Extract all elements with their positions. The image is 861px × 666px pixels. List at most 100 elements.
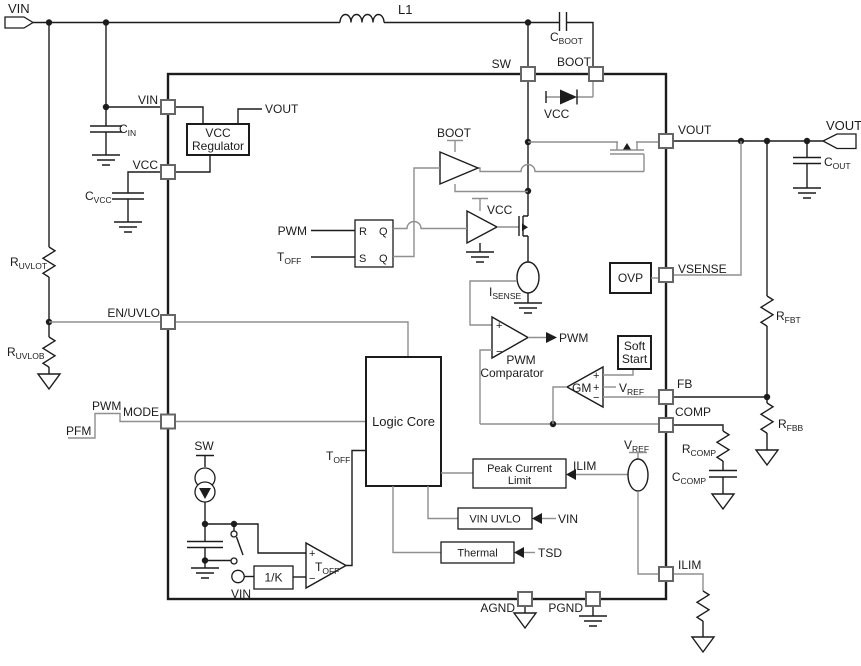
pwm-latch: R Q S Q PWM TOFF <box>277 167 467 268</box>
pin-comp-label: COMP <box>675 405 711 419</box>
mode-pfm-label: PFM <box>66 424 91 438</box>
switch-blade <box>235 536 244 556</box>
driver-buffer-icon <box>439 150 480 186</box>
l1-label: L1 <box>398 2 412 17</box>
pin-sw-label: SW <box>492 57 512 71</box>
toff-logic-label: TOFF <box>326 449 350 465</box>
pin-boot <box>588 66 604 82</box>
peak-current-limit-line2: Limit <box>508 475 531 487</box>
pin-vcc <box>160 164 176 180</box>
wire <box>311 229 355 258</box>
resistor-rcomp <box>715 430 731 462</box>
vsense-wire <box>673 141 742 276</box>
ruvlob-label: RUVLOB <box>7 345 45 361</box>
logic-core-section: Logic Core TOFF Peak Current Limit ILIM … <box>175 321 628 564</box>
vcc-regulator-line2: Regulator <box>192 139 244 153</box>
qbar-to-highside-wire <box>393 167 440 258</box>
plus-sign: + <box>593 370 599 382</box>
pin-vsense-label: VSENSE <box>678 262 727 276</box>
vcc-regulator-line1: VCC <box>205 126 231 140</box>
switch-contact <box>230 557 238 565</box>
resistor-rfbb <box>759 402 775 434</box>
cvcc-branch: CVCC <box>85 171 161 233</box>
high-side-fet <box>478 141 659 173</box>
vref-current-source: VREF <box>624 438 659 575</box>
gm-label: GM <box>572 381 591 395</box>
vin-uvlo-label: VIN UVLO <box>469 514 521 526</box>
pin-vout <box>658 133 674 149</box>
pin-agnd-label: AGND <box>480 601 515 615</box>
pin-fb-label: FB <box>677 377 692 391</box>
sr-latch-block <box>354 219 394 268</box>
pin-ilim <box>658 566 674 582</box>
toff-generator: SW VIN 1/K + − TOFF <box>187 439 366 601</box>
wire <box>454 141 528 193</box>
latch-qbar-label: Q <box>379 253 388 265</box>
pin-fb <box>658 389 674 405</box>
cboot-label: CBOOT <box>550 30 583 46</box>
feedback-divider: RFBT RFBB <box>673 141 804 467</box>
mode-select-waveform: PWM PFM <box>66 399 161 439</box>
ilim-signal-label: ILIM <box>573 459 596 473</box>
vout-tag-label: VOUT <box>826 118 861 133</box>
toff-comparator-icon <box>305 541 348 590</box>
cin-branch: CIN <box>90 22 161 166</box>
pin-mode <box>160 413 176 430</box>
driver-buffer-icon <box>466 209 499 245</box>
pin-vcc-label: VCC <box>133 158 159 172</box>
mosfet-icon <box>518 215 529 262</box>
ground-triangle <box>710 493 736 511</box>
vref-tick <box>629 451 647 459</box>
capacitor-cout <box>793 156 821 165</box>
wire <box>175 106 204 124</box>
pin-agnd <box>517 591 533 607</box>
vin-source-label: VIN <box>231 587 251 601</box>
soft-start-line2: Start <box>622 352 648 366</box>
ground-earth <box>191 567 219 579</box>
ground-earth <box>514 302 542 314</box>
vin-source-icon <box>231 569 245 584</box>
pin-mode-label: MODE <box>123 405 159 419</box>
latch-s-label: S <box>359 253 366 265</box>
capacitor-cvcc <box>112 192 144 200</box>
wire <box>205 523 306 554</box>
thermal-label: Thermal <box>457 548 497 560</box>
current-source-icon <box>627 458 649 492</box>
ground-earth <box>114 221 142 233</box>
vref-gm-label: VREF <box>619 381 644 397</box>
boot-rail-label: BOOT <box>437 126 472 140</box>
bootstrap-diode-section: VCC <box>544 81 594 121</box>
ovp-section: OVP <box>609 262 659 294</box>
diode-icon <box>560 89 577 105</box>
comparator-icon <box>491 315 530 360</box>
pin-vsense <box>658 267 674 283</box>
vin-signal-label: VIN <box>558 512 578 526</box>
pwm-out-label: PWM <box>559 331 588 345</box>
vcc-regulator-section: VOUT VCC Regulator <box>175 102 299 173</box>
vcc-regulator-block <box>186 123 250 156</box>
ground-triangle <box>690 636 716 654</box>
vcc-diode-label: VCC <box>544 107 570 121</box>
vin-tag-label: VIN <box>8 1 30 16</box>
mosfet-icon <box>528 141 659 155</box>
pin-en-uvlo-label: EN/UVLO <box>107 306 160 320</box>
wire <box>237 108 262 124</box>
tsd-signal-label: TSD <box>538 546 562 560</box>
wire <box>673 424 724 431</box>
ccomp-label: CCOMP <box>672 470 707 486</box>
isense-element-icon <box>516 261 540 294</box>
pwm-out-arrow <box>546 332 557 343</box>
rcomp-label: RCOMP <box>682 442 717 458</box>
gm-error-amp: GM + + − VREF Soft Start <box>552 335 659 424</box>
toff-output-wire <box>346 449 366 567</box>
vin-input-tag <box>4 16 35 29</box>
logic-core-label: Logic Core <box>372 414 435 429</box>
comp-net-wire <box>479 349 659 425</box>
rfbb-label: RFBB <box>778 417 804 433</box>
vin-arrow <box>532 513 542 524</box>
pin-vin-label: VIN <box>138 93 158 107</box>
soft-start-block <box>617 335 652 370</box>
vout-net: VOUT COUT <box>673 118 861 276</box>
latch-r-label: R <box>359 226 367 238</box>
